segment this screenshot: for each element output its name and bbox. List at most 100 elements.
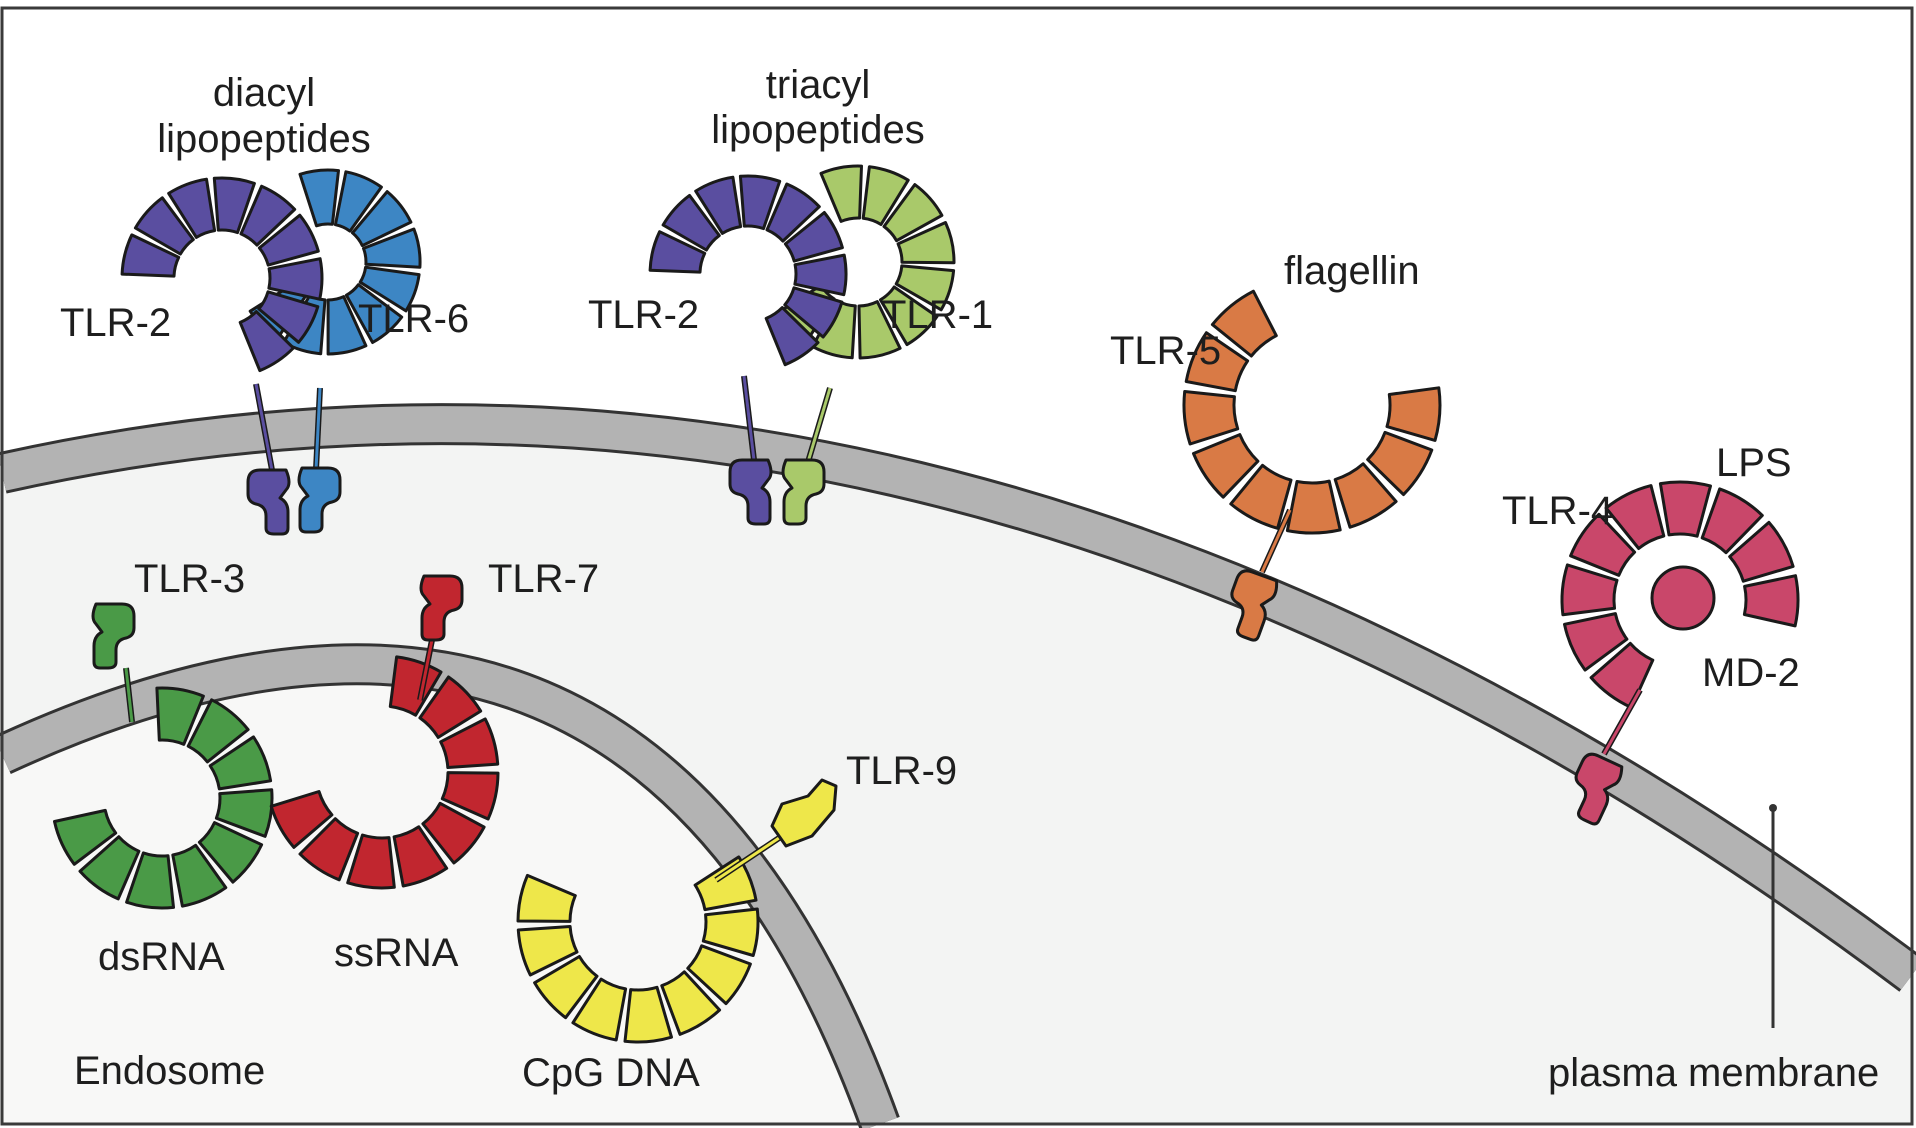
tlr4-tir-domain (1574, 752, 1624, 826)
cpg-dna-label: CpG DNA (522, 1051, 700, 1095)
frame (0, 6, 1914, 1126)
tlr1-segment (819, 164, 863, 223)
tlr3-tir-domain (91, 602, 136, 670)
ssrna-label: ssRNA (334, 931, 459, 975)
tlr5-segment (1192, 433, 1260, 499)
tlr3-segment (53, 808, 118, 866)
tlr2b-segment (738, 174, 782, 231)
tlr9-segment (623, 985, 673, 1044)
tlr5-segment (1333, 462, 1398, 529)
diacyl-label-line2: lipopeptides (157, 117, 371, 161)
tlr9-segment (571, 977, 628, 1042)
tlr1-segment (894, 264, 956, 312)
tlr2-left-label: TLR-2 (60, 301, 171, 345)
tlr2b-segment (793, 253, 848, 297)
tlr6-tm-helix (314, 387, 322, 471)
tlr7-segment (439, 717, 500, 769)
tlr9-segment (660, 970, 722, 1036)
md2-label: MD-2 (1702, 651, 1800, 695)
tlr2a-segment (267, 257, 324, 301)
tlr2b-segment (694, 175, 743, 235)
tlr7-label: TLR-7 (488, 557, 599, 601)
tlr2b-tir-domain (728, 458, 773, 526)
lps-label: LPS (1716, 441, 1792, 485)
tlr1-tm-helix (806, 387, 832, 463)
tlr9-segment (701, 907, 760, 957)
tlr6-label: TLR-6 (358, 297, 469, 341)
tlr4-segment (1658, 480, 1712, 538)
tlr1-segment (882, 183, 944, 243)
tlr7-receptor (269, 574, 500, 890)
tlr3-segment (171, 843, 228, 908)
tlr6-segment (326, 295, 368, 356)
tlr1-segment (896, 221, 956, 265)
tlr7-segment (298, 817, 360, 882)
tlr9-tir-domain (770, 778, 838, 848)
tlr2b-segment (661, 193, 721, 252)
tlr1-segment (861, 165, 910, 226)
md2-protein (1650, 565, 1716, 631)
tlr4-segment (1728, 520, 1795, 583)
tlr9-segment (516, 925, 579, 977)
tlr7-segment (346, 833, 396, 890)
tlr2a-segment (167, 177, 217, 239)
tlr9-segment (516, 873, 577, 923)
tlr5-segment (1229, 463, 1293, 530)
tlr2a-tm-helix (254, 383, 274, 471)
tlr5-label: TLR-5 (1110, 329, 1221, 373)
triacyl-label-line2: lipopeptides (711, 108, 925, 152)
tlr3-segment (186, 698, 250, 764)
tlr1-segment (857, 300, 902, 360)
tlr4-tm-helix (1602, 689, 1642, 755)
tlr1-segment (879, 285, 939, 347)
tlr9-receptor (516, 778, 838, 1044)
tlr9-segment (686, 944, 752, 1006)
tlr6-segment (298, 168, 340, 228)
tlr3-segment (155, 686, 205, 746)
tlr2a-segment (120, 233, 181, 278)
tlr7-segment (418, 675, 483, 739)
tlr3-segment (197, 821, 264, 884)
tlr6-segment (351, 190, 413, 248)
tlr5-segment (1210, 289, 1278, 358)
tlr6-segment (362, 227, 422, 269)
tlr4-segment (1560, 563, 1619, 617)
tlr2b-segment (765, 182, 821, 243)
tlr7-tir-domain (419, 574, 464, 642)
tlr2b-segment (648, 230, 707, 274)
tlr7-segment (392, 825, 449, 888)
tlr2a-segment (257, 290, 320, 344)
plasma-membrane-pointer-dot (1769, 804, 1777, 812)
endosome-label: Endosome (74, 1049, 265, 1093)
flagellin-label: flagellin (1284, 249, 1420, 293)
tlr4-label: TLR-4 (1502, 489, 1613, 533)
tlr9-label: TLR-9 (846, 749, 957, 793)
tlr6-segment (333, 170, 383, 233)
tlr7-tm-helix (418, 639, 434, 701)
tlr1-label: TLR-1 (882, 293, 993, 337)
tlr2a-segment (257, 213, 320, 267)
tlr3-segment (78, 835, 141, 901)
tlr5-segment (1285, 479, 1342, 535)
tlr2b-segment (783, 211, 844, 263)
tlr3-segment (125, 851, 175, 910)
tlr3-segment (208, 735, 273, 791)
tlr6-segment (358, 265, 421, 313)
tlr2-receptor-diacyl (120, 176, 324, 536)
diacyl-label-line1: diacyl (213, 71, 315, 115)
tlr5-tm-helix (1260, 509, 1292, 573)
plasma-membrane-inner (0, 406, 1916, 990)
tlr6-tir-domain (297, 466, 342, 534)
tlr7-segment (421, 801, 486, 865)
tlr2a-tir-domain (246, 468, 291, 536)
plasma-membrane-label: plasma membrane (1548, 1051, 1879, 1095)
tlr2b-segment (783, 286, 844, 339)
tlr3-receptor (53, 602, 274, 910)
tlr2a-segment (212, 176, 256, 235)
tlr9-tm-helix (715, 834, 783, 882)
tlr5-segment (1182, 390, 1240, 446)
tlr3-label: TLR-3 (134, 557, 245, 601)
tlr2b-tm-helix (742, 375, 756, 461)
tlr2b-segment (764, 306, 820, 367)
dsrna-label: dsRNA (98, 935, 225, 979)
